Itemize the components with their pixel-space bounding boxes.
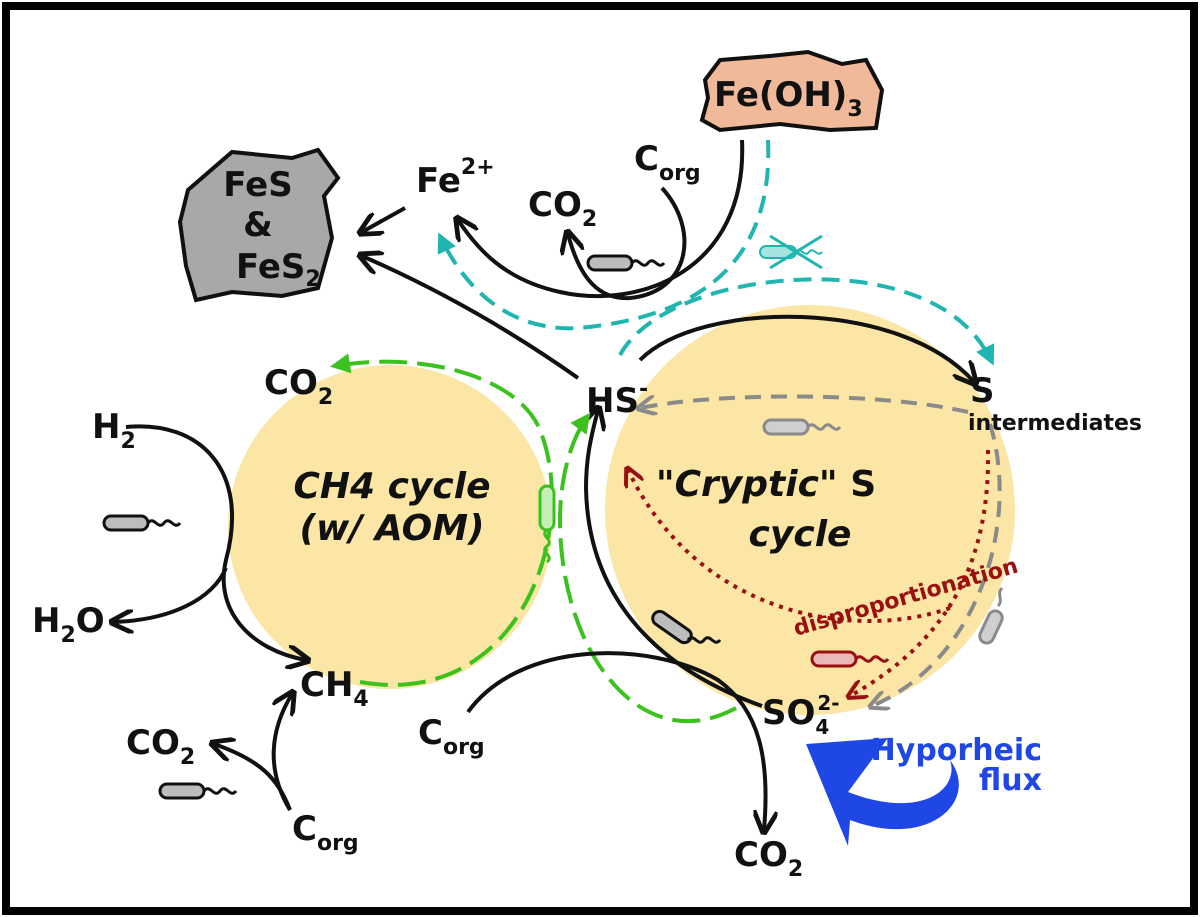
disproportionation-to-hs [628, 470, 951, 623]
fe-oxide-mineral-shape [699, 49, 885, 133]
hyporheic-flux-arrow [806, 738, 959, 846]
hs-label: HS- [586, 377, 648, 421]
microbe-icon-left [102, 514, 182, 532]
to-h2o-arrow [114, 567, 228, 622]
s-to-hs-gray-dashed [640, 394, 969, 412]
co2-bottom-left-label: CO2 [126, 723, 195, 770]
corg-top-oxidation [568, 186, 687, 301]
hs-to-s-arc [638, 314, 974, 382]
fe-reduction-arc [458, 139, 745, 299]
ch4-cycle-disc [228, 365, 552, 689]
s-to-so4-gray-dashed [872, 423, 1002, 706]
sulfur-cycle-disc [605, 305, 1015, 715]
teal-path-to-fe2 [437, 139, 771, 331]
hs-to-fes-arrow [362, 256, 580, 380]
ch4-cycle-title-line1: CH4 cycle [293, 466, 490, 507]
h2o-label: H2O [32, 601, 105, 648]
co2-bottom-label: CO2 [734, 835, 803, 882]
disproportionation-to-so4 [850, 449, 991, 696]
flux-label: flux [979, 763, 1042, 798]
co2-left-label: CO2 [264, 363, 333, 410]
s-intermediates-label: intermediates [968, 411, 1142, 436]
sulfur-cycle-title-line2: cycle [749, 514, 852, 555]
corg-mid-to-co2 [466, 651, 766, 830]
microbe-icon-so4 [651, 609, 722, 645]
sulfur-cycle-title-line1: "Cryptic" S [656, 464, 876, 505]
hyporheic-label: Hyporheic [871, 733, 1042, 768]
fes2-label: FeS2 [236, 247, 321, 292]
fes-mineral-shape [177, 147, 341, 303]
corg-bottom-left-label: Corg [292, 809, 359, 856]
corg-mid-label: Corg [418, 713, 485, 760]
microbe-icon-bottom-left [158, 782, 238, 800]
so4-to-hs-arc [586, 410, 763, 708]
fes-line1-label: FeS [223, 165, 292, 205]
microbe-icon-red [810, 650, 890, 668]
teal-path-to-s-intermediates [618, 277, 995, 366]
corg-bottom-left-to-ch4 [271, 694, 292, 812]
h2-label: H2 [92, 407, 136, 454]
co2-top-label: CO2 [528, 185, 597, 232]
microbe-icon-gray-right [978, 586, 1004, 645]
corg-top-label: Corg [634, 139, 701, 186]
ch4-cycle-title-line2: (w/ AOM) [299, 508, 484, 549]
h2-co2-to-ch4-arc [125, 424, 306, 660]
microbe-icon-top [586, 254, 666, 272]
so4-to-hs-green-dashed [557, 412, 737, 723]
so4-label: SO42- [762, 691, 840, 739]
s-intermediates-s-label: S [970, 371, 995, 411]
fes-line2-label: & [243, 205, 273, 245]
fe-oh3-label: Fe(OH)3 [714, 75, 863, 122]
microbe-icon-sulfur [762, 418, 842, 436]
fe2-to-fes-arrow [362, 206, 406, 232]
fe2-label: Fe2+ [416, 155, 495, 201]
microbe-icon-teal-crossed [759, 234, 823, 270]
microbe-icon-green-vertical [538, 484, 556, 564]
ch4-label: CH4 [300, 665, 369, 712]
ch4-to-co2-green-dashed [330, 353, 554, 687]
